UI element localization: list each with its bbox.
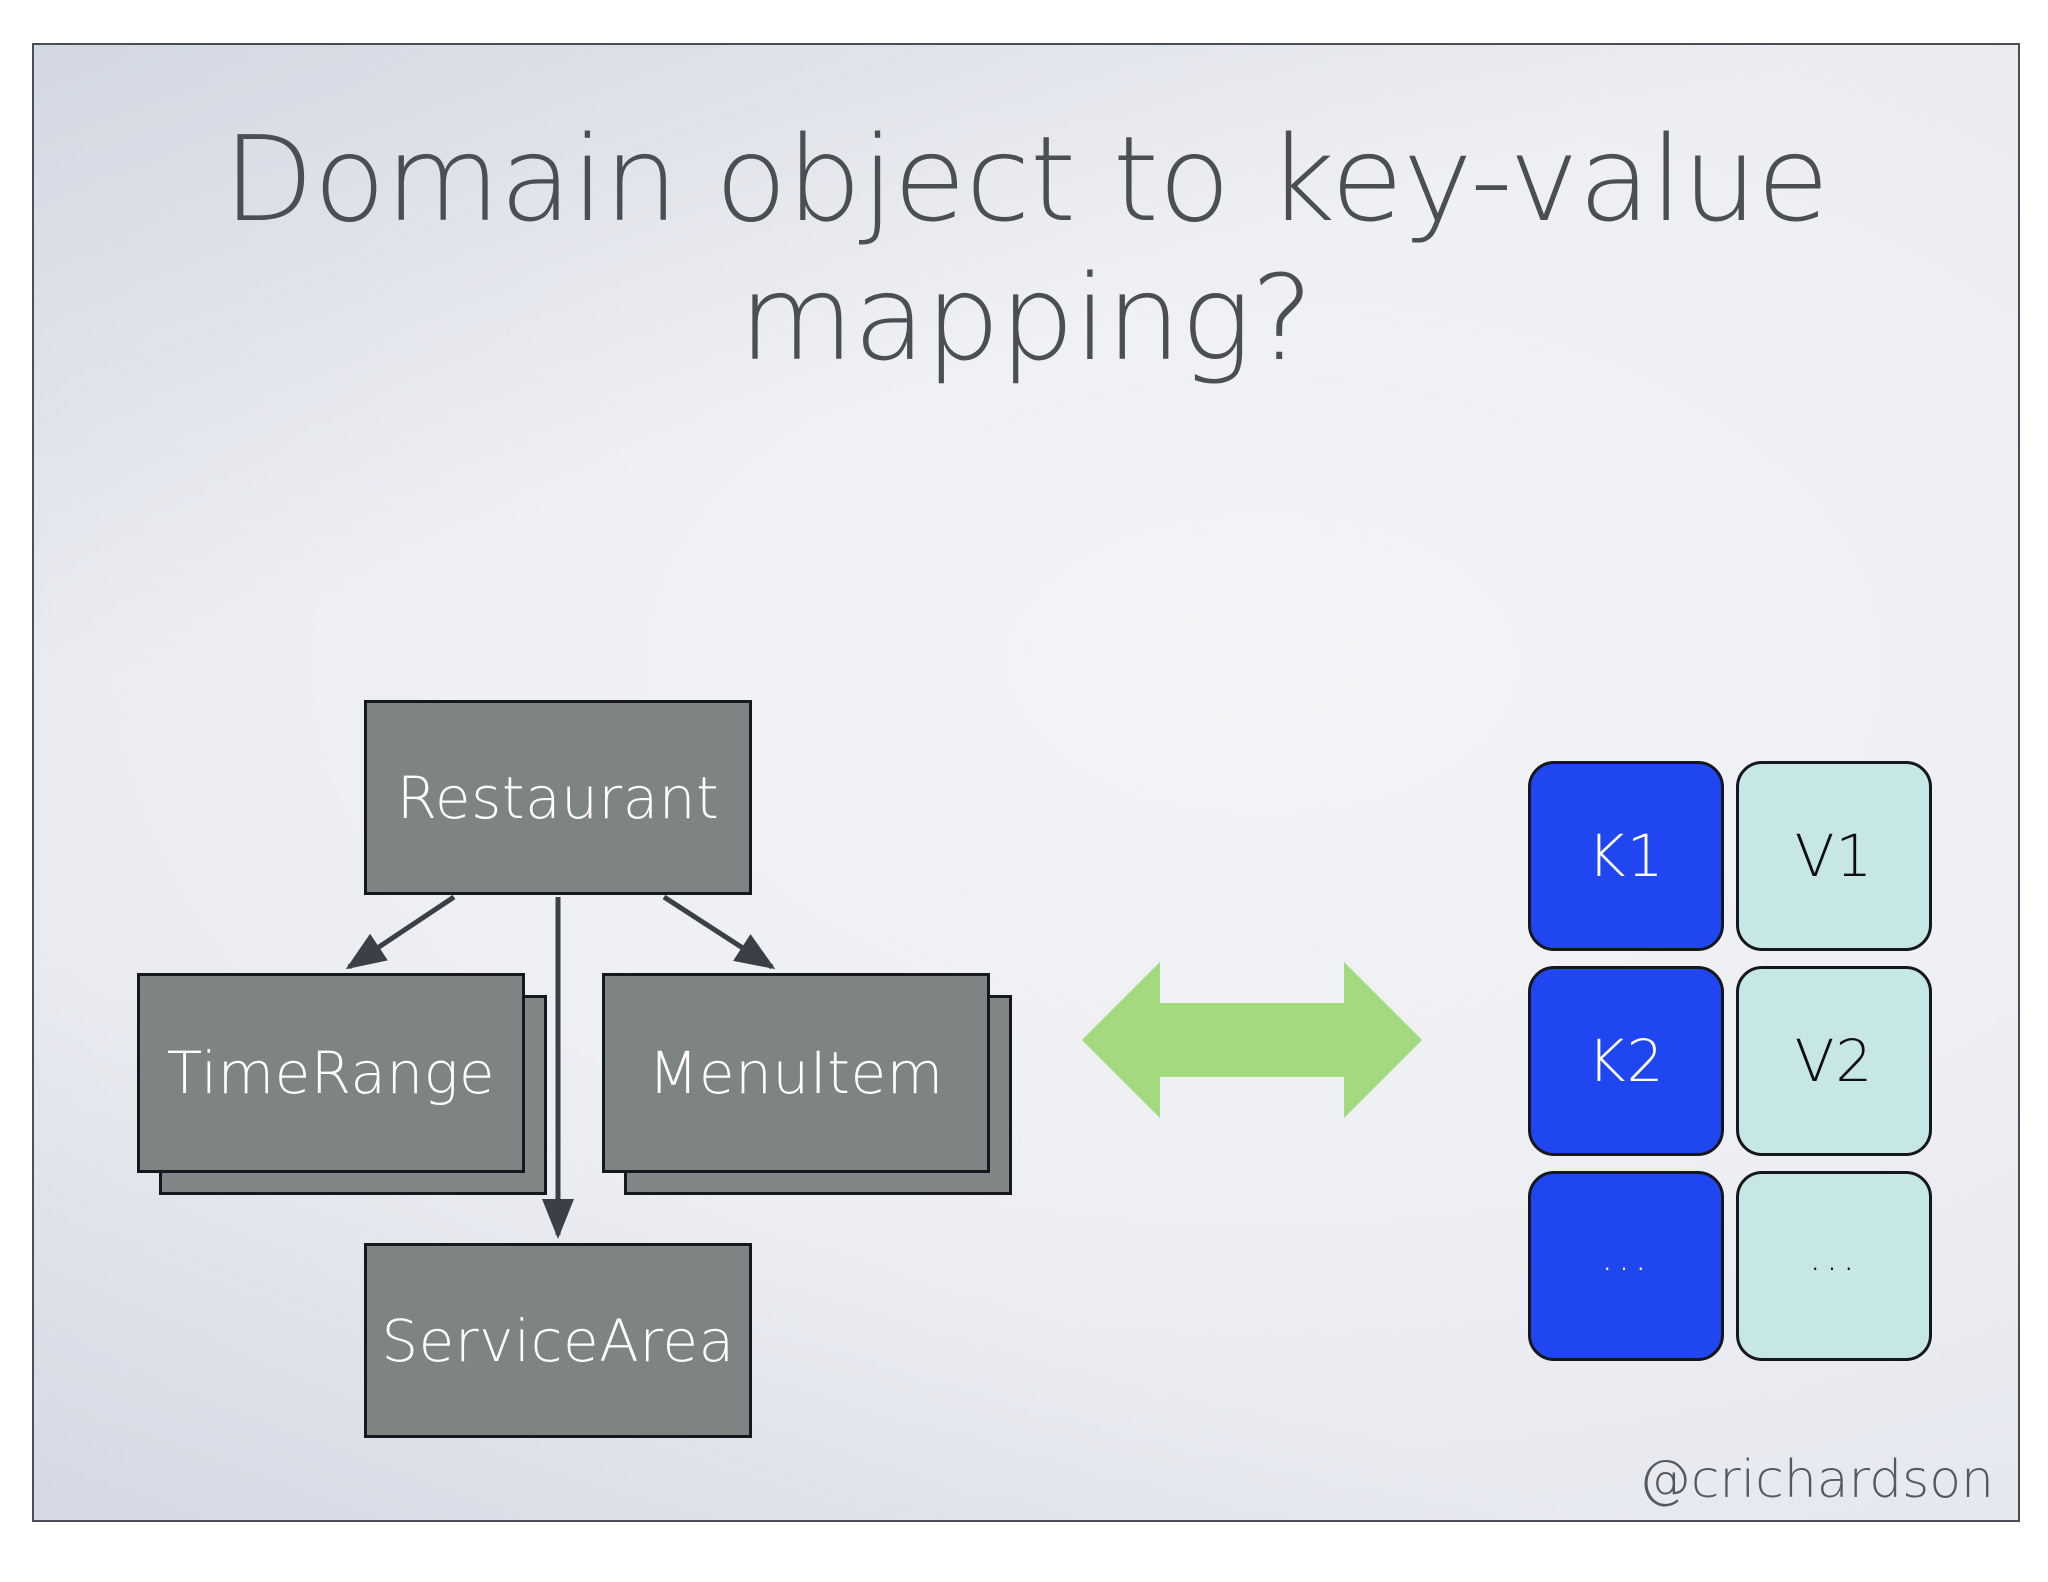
- kv-key-label-3: ...: [1600, 1234, 1652, 1280]
- bidirectional-arrow-icon: [1082, 962, 1422, 1118]
- kv-value-label-3: ...: [1808, 1234, 1860, 1280]
- kv-key-label-2: K2: [1587, 1027, 1665, 1095]
- kv-key-cell-2[interactable]: K2: [1528, 966, 1724, 1156]
- uml-box-menuitem-face: MenuItem: [602, 973, 990, 1173]
- kv-key-cell-1[interactable]: K1: [1528, 761, 1724, 951]
- domain-object-diagram: Restaurant TimeRange MenuItem ServiceAre…: [34, 45, 1094, 1520]
- edge-restaurant-timerange: [345, 894, 456, 970]
- uml-box-servicearea-face: ServiceArea: [364, 1243, 752, 1438]
- kv-key-cell-3[interactable]: ...: [1528, 1171, 1724, 1361]
- kv-key-label-1: K1: [1587, 822, 1665, 890]
- diagram-edges: [345, 894, 776, 1240]
- key-value-grid: K1 V1 K2 V2 ... ...: [1528, 761, 1932, 1361]
- uml-box-restaurant-label: Restaurant: [396, 763, 720, 832]
- uml-box-menuitem[interactable]: MenuItem: [602, 973, 1012, 1195]
- uml-box-restaurant-face: Restaurant: [364, 700, 752, 895]
- kv-value-label-2: V2: [1794, 1027, 1874, 1095]
- uml-box-servicearea[interactable]: ServiceArea: [364, 1243, 752, 1438]
- slide-title: Domain object to key-value mapping?: [223, 110, 1829, 388]
- uml-box-timerange[interactable]: TimeRange: [137, 973, 547, 1195]
- uml-box-servicearea-label: ServiceArea: [381, 1306, 735, 1375]
- author-handle: @crichardson: [1638, 1450, 1994, 1510]
- kv-value-cell-2[interactable]: V2: [1736, 966, 1932, 1156]
- uml-box-timerange-face: TimeRange: [137, 973, 525, 1173]
- edge-restaurant-menuitem: [662, 894, 776, 970]
- uml-box-timerange-label: TimeRange: [166, 1039, 496, 1107]
- kv-value-label-1: V1: [1794, 822, 1874, 890]
- kv-value-cell-1[interactable]: V1: [1736, 761, 1932, 951]
- uml-box-restaurant[interactable]: Restaurant: [364, 700, 752, 895]
- kv-value-cell-3[interactable]: ...: [1736, 1171, 1932, 1361]
- uml-box-menuitem-label: MenuItem: [648, 1039, 944, 1107]
- slide-canvas: Domain object to key-value mapping? Rest…: [32, 43, 2020, 1522]
